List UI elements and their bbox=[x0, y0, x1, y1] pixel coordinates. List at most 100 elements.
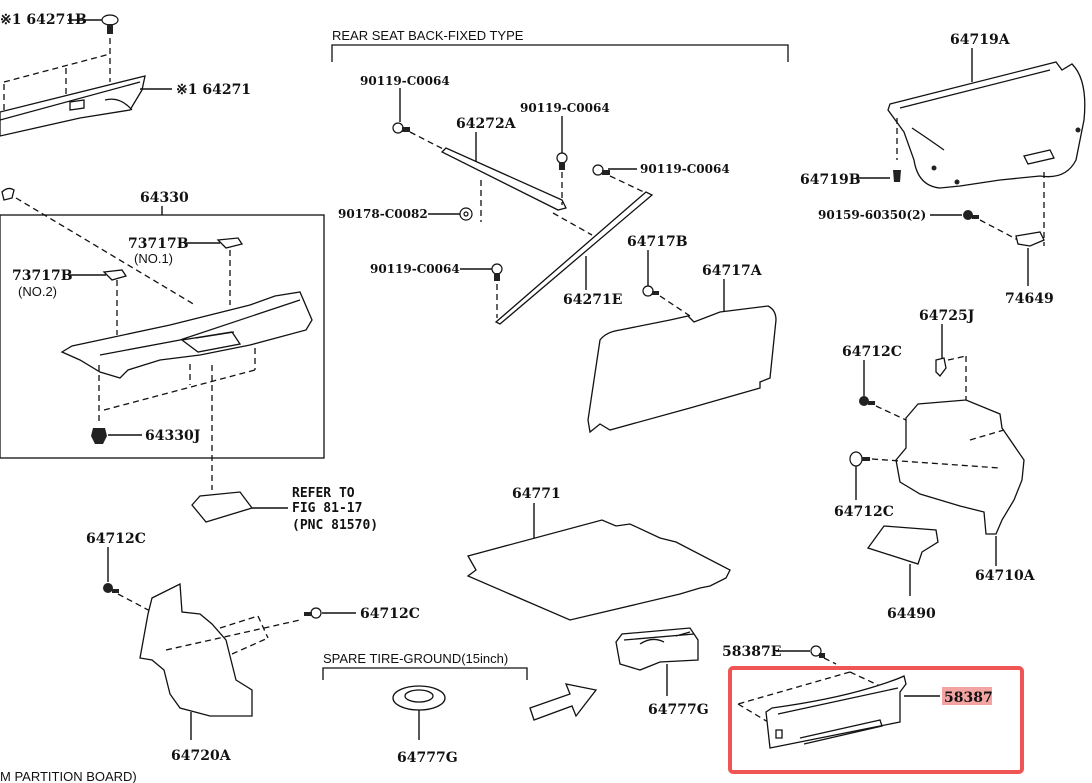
part-label-74649[interactable]: 74649 bbox=[1005, 291, 1054, 307]
sill-plate-detail bbox=[775, 687, 899, 745]
part-label-90119-a[interactable]: 90119-C0064 bbox=[360, 74, 450, 88]
tray-detail bbox=[623, 631, 695, 645]
part-label-64490[interactable]: 64490 bbox=[887, 606, 936, 622]
section-bracket bbox=[322, 667, 528, 680]
trunk-lid-trim-shape bbox=[887, 61, 1086, 189]
part-label-64272A[interactable]: 64272A bbox=[456, 116, 517, 132]
clip-icon bbox=[1, 187, 15, 201]
group-64720: 64712C 64712C 64720A bbox=[86, 531, 420, 764]
plug-detail bbox=[404, 689, 434, 703]
switch-part-shape bbox=[191, 491, 254, 523]
part-label-58387[interactable]: 58387 bbox=[944, 690, 993, 706]
part-label-90178[interactable]: 90178-C0082 bbox=[338, 207, 428, 221]
bolt-icon bbox=[642, 285, 659, 297]
guide-line bbox=[257, 615, 269, 639]
guide-line bbox=[219, 615, 259, 629]
group-64271: ※1 64271B ※1 64271 bbox=[0, 12, 251, 137]
clip-icon bbox=[101, 14, 119, 34]
part-label-58387E[interactable]: 58387E bbox=[722, 644, 781, 660]
part-label-64719B[interactable]: 64719B bbox=[800, 172, 861, 188]
guide-line bbox=[165, 619, 301, 651]
clip-icon bbox=[893, 170, 901, 182]
guide-line bbox=[409, 131, 446, 151]
bracket-64272A-shape bbox=[440, 147, 567, 211]
part-label-73717B-no1[interactable]: 73717B bbox=[128, 236, 189, 252]
part-label-64720A[interactable]: 64720A bbox=[171, 748, 232, 764]
part-label-90119-c[interactable]: 90119-C0064 bbox=[640, 162, 730, 176]
trim-detail bbox=[899, 69, 1055, 165]
selected-part-label-highlight bbox=[942, 687, 992, 705]
guide-line bbox=[3, 53, 111, 83]
refer-note-line1[interactable]: REFER TO bbox=[292, 486, 355, 501]
bolt-icon bbox=[859, 396, 875, 406]
guide-line bbox=[871, 458, 1001, 469]
part-label-64712C-r1[interactable]: 64712C bbox=[842, 344, 902, 360]
part-label-64271[interactable]: ※1 64271 bbox=[176, 82, 251, 98]
section-bracket bbox=[331, 44, 789, 62]
group-58387: 58387E 58387 bbox=[722, 644, 1024, 774]
part-label-64771[interactable]: 64771 bbox=[512, 486, 561, 502]
nut-icon bbox=[459, 207, 473, 221]
guide-line bbox=[15, 197, 196, 306]
bolt-icon bbox=[103, 583, 119, 593]
rail-detail bbox=[0, 81, 141, 121]
group-64719: 64719A 64719B 90159-60350(2) 74649 bbox=[800, 32, 1086, 307]
bolt-icon bbox=[392, 122, 410, 134]
guide-line bbox=[849, 671, 881, 687]
clip-icon bbox=[849, 451, 870, 467]
refer-note-line2[interactable]: FIG 81-17 bbox=[292, 501, 362, 516]
part-label-64330[interactable]: 64330 bbox=[140, 190, 189, 206]
part-label-64717A[interactable]: 64717A bbox=[702, 263, 763, 279]
guide-line bbox=[737, 703, 769, 723]
package-tray-shape bbox=[60, 291, 313, 379]
guide-line bbox=[117, 593, 153, 613]
group-64330: 64330 73717B (NO.1) 73717B (NO.2) 64330J bbox=[0, 187, 325, 490]
part-label-90119-b[interactable]: 90119-C0064 bbox=[520, 101, 610, 115]
guide-line bbox=[979, 219, 1019, 241]
clip-icon bbox=[216, 237, 244, 249]
part-label-90119-d[interactable]: 90119-C0064 bbox=[370, 262, 460, 276]
part-label-64777G-a[interactable]: 64777G bbox=[397, 750, 458, 766]
part-label-73717B-no2[interactable]: 73717B bbox=[12, 268, 73, 284]
group-rear-seat-back: REAR SEAT BACK-FIXED TYPE 90119-C0064 64… bbox=[331, 28, 789, 325]
refer-note-line3[interactable]: (PNC 81570) bbox=[292, 518, 378, 533]
bolt-icon bbox=[556, 152, 568, 170]
assembly-box bbox=[0, 214, 325, 459]
clip-icon bbox=[935, 357, 947, 377]
guide-line bbox=[659, 295, 691, 317]
bolt-icon bbox=[304, 607, 322, 619]
bolt-icon bbox=[491, 263, 503, 281]
part-sub-no2: (NO.2) bbox=[18, 284, 57, 299]
part-label-64712C-r2[interactable]: 64712C bbox=[834, 504, 894, 520]
part-label-64271E[interactable]: 64271E bbox=[563, 292, 622, 308]
part-label-64330J[interactable]: 64330J bbox=[145, 428, 201, 444]
clip-icon bbox=[91, 428, 107, 444]
cover-64490-shape bbox=[866, 525, 939, 565]
section-title-rear-seat-back: REAR SEAT BACK-FIXED TYPE bbox=[332, 28, 524, 43]
bracket-64271E-shape bbox=[494, 191, 654, 325]
board-64717A-shape bbox=[587, 305, 777, 434]
part-label-64712C-l1[interactable]: 64712C bbox=[86, 531, 146, 547]
part-label-64710A[interactable]: 64710A bbox=[975, 568, 1036, 584]
guide-line bbox=[231, 637, 269, 655]
guide-line bbox=[823, 657, 837, 665]
part-label-90159[interactable]: 90159-60350(2) bbox=[818, 208, 926, 222]
direction-arrow-icon bbox=[529, 683, 598, 721]
part-label-64777G-b[interactable]: 64777G bbox=[648, 702, 709, 718]
part-sub-no1: (NO.1) bbox=[134, 251, 173, 266]
part-label-64271B[interactable]: ※1 64271B bbox=[0, 12, 87, 28]
guide-line bbox=[609, 175, 649, 195]
part-label-64725J[interactable]: 64725J bbox=[919, 308, 975, 324]
clip-icon bbox=[810, 645, 825, 658]
guide-line bbox=[875, 405, 907, 421]
guide-line bbox=[947, 355, 967, 361]
part-label-64719A[interactable]: 64719A bbox=[950, 32, 1011, 48]
partition-board-note: M PARTITION BOARD) bbox=[0, 769, 137, 783]
group-64771: 64771 bbox=[466, 486, 731, 621]
section-title-spare-tire: SPARE TIRE-GROUND(15inch) bbox=[323, 651, 508, 666]
guide-line bbox=[552, 212, 593, 236]
group-64717: 64717B 64717A bbox=[587, 234, 777, 434]
tray-detail bbox=[99, 299, 301, 356]
part-label-64717B[interactable]: 64717B bbox=[627, 234, 688, 250]
part-label-64712C-l2[interactable]: 64712C bbox=[360, 606, 420, 622]
